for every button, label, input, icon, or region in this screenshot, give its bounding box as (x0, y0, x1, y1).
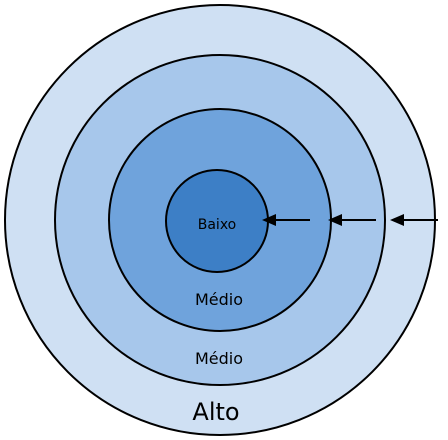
arrow-icon-middle (328, 214, 376, 226)
label-medio-inner: Médio (195, 290, 243, 309)
label-baixo: Baixo (198, 217, 237, 233)
label-alto: Alto (192, 398, 239, 426)
label-medio-outer: Médio (195, 349, 243, 368)
arrow-icon-inner (262, 214, 310, 226)
arrow-icon-outer (390, 214, 438, 226)
